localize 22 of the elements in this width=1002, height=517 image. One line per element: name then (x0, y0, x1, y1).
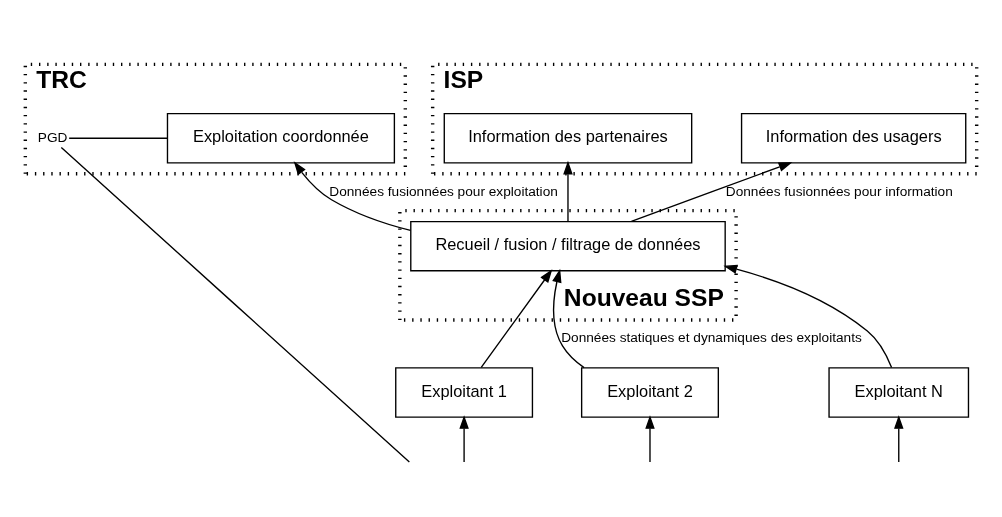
node-box: Recueil / fusion / filtrage de données (410, 220, 726, 272)
arrow (645, 415, 655, 463)
edge-label: Données fusionnées pour information (725, 183, 953, 199)
edge-label: Données statiques et dynamiques des exploitants (561, 329, 862, 345)
arrow (563, 160, 573, 223)
arrow (480, 269, 553, 369)
arrow (893, 415, 904, 463)
node-text: PGD (37, 129, 68, 145)
node-box: Exploitation coordonnée (166, 112, 396, 164)
arrow (723, 264, 893, 369)
connector (68, 137, 168, 139)
arrow (293, 161, 412, 232)
connector (60, 146, 411, 463)
edge-label: Données fusionnées pour exploitation (329, 183, 558, 199)
arrow (630, 162, 793, 223)
node-box: Exploitant N (828, 367, 970, 418)
node-box: Exploitant 1 (395, 367, 534, 418)
node-box: Exploitant 2 (580, 367, 719, 418)
node-box: Information des usagers (740, 112, 967, 164)
arrow (552, 268, 585, 369)
node-box: Information des partenaires (443, 112, 693, 164)
arrow (459, 415, 469, 463)
